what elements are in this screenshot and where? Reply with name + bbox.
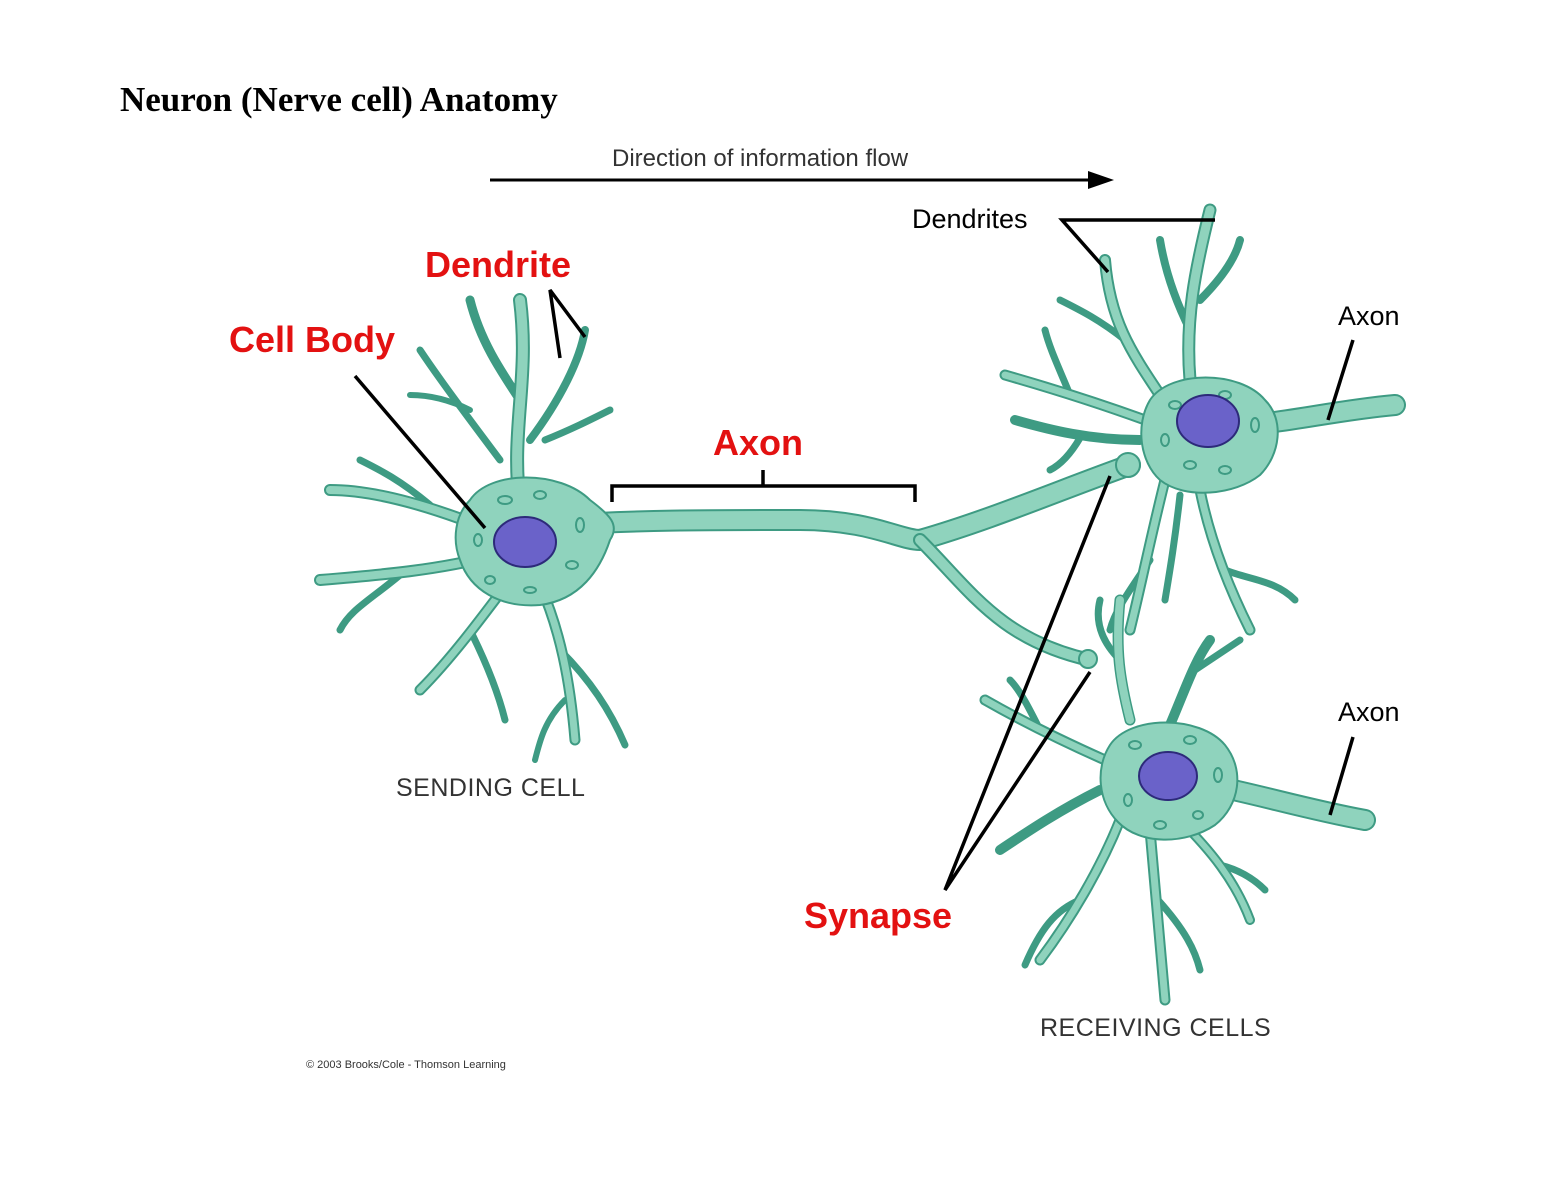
receiving-cell-lower [979,594,1376,1006]
axon-bracket [610,484,917,502]
axon-upper-leader [1326,339,1355,421]
receiving-cell-lower-organelles [1123,735,1223,830]
receiving-cell-upper-dendrites [999,203,1299,636]
receiving-cell-upper [999,203,1406,636]
receiving-cell-lower-dendrites [979,594,1269,1006]
flow-label: Direction of information flow [612,145,909,172]
label-dendrites: Dendrites [912,204,1028,234]
receiving-cell-lower-nucleus [1138,751,1198,801]
flow-arrowhead [1088,171,1114,189]
leader-lines [353,218,1355,891]
flow-indicator: Direction of information flow [490,145,1114,189]
synapse-terminal-upper [1115,452,1141,478]
sending-cell-nucleus [493,516,557,568]
label-axon: Axon [713,422,803,463]
label-dendrite: Dendrite [425,244,571,285]
axon-lower-leader [1328,736,1355,816]
sending-cell-organelles [473,490,585,594]
sending-cell [314,293,629,763]
label-axon-lower: Axon [1338,697,1400,727]
receiving-cell-upper-nucleus [1176,394,1240,448]
synapse-leader [943,475,1112,891]
label-axon-upper: Axon [1338,301,1400,331]
caption-sending-cell: SENDING CELL [396,774,585,802]
axon-main [549,452,1141,669]
cell-body-leader [353,374,487,530]
label-synapse: Synapse [804,895,952,936]
dendrite-leader [548,288,587,359]
synapse-terminal-lower [1078,649,1098,669]
copyright-text: © 2003 Brooks/Cole - Thomson Learning [306,1059,506,1071]
page-title: Neuron (Nerve cell) Anatomy [120,80,558,119]
label-cell-body: Cell Body [229,319,395,360]
dendrites-leader [1058,218,1215,274]
caption-receiving-cells: RECEIVING CELLS [1040,1014,1271,1042]
